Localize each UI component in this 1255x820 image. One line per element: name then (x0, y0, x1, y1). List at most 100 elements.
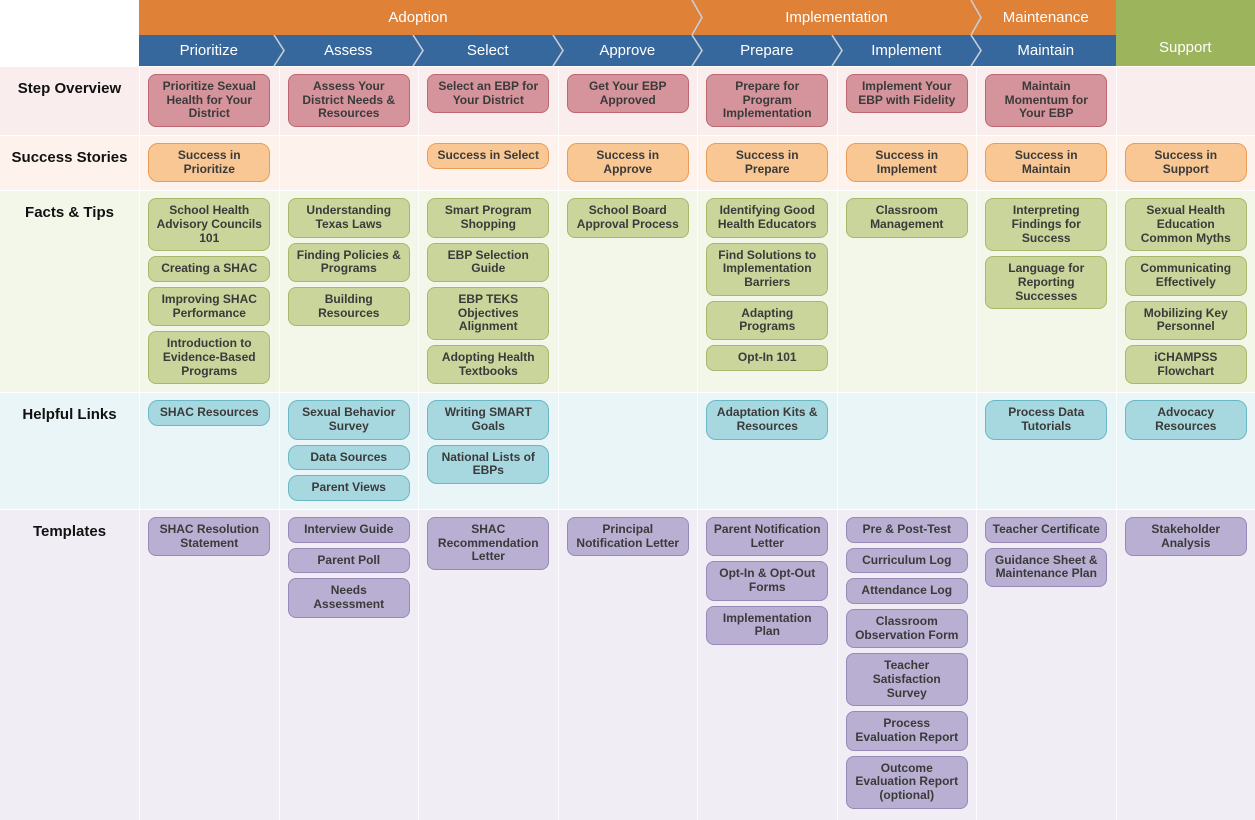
chip-building-resources[interactable]: Building Resources (288, 287, 410, 326)
chip-ichampss-flowchart[interactable]: iCHAMPSS Flowchart (1125, 345, 1247, 384)
chip-shac-resolution-statement[interactable]: SHAC Resolution Statement (148, 517, 270, 556)
header-corner-spacer (0, 0, 139, 66)
step-header-prioritize[interactable]: Prioritize (139, 35, 279, 66)
chip-shac-recommendation-letter[interactable]: SHAC Recommendation Letter (427, 517, 549, 570)
phase-step-header: Adoption Implementation Maintenance Supp… (0, 0, 1255, 66)
chip-ebp-teks-objectives-alignment[interactable]: EBP TEKS Objectives Alignment (427, 287, 549, 340)
chip-adapting-programs[interactable]: Adapting Programs (706, 301, 828, 340)
chip-opt-in-101[interactable]: Opt-In 101 (706, 345, 828, 371)
chip-implementation-plan[interactable]: Implementation Plan (706, 606, 828, 645)
cell-stories-support: Success in Support (1116, 136, 1255, 190)
chip-shac-resources[interactable]: SHAC Resources (148, 400, 270, 426)
step-header-implement[interactable]: Implement (837, 35, 977, 66)
chip-national-lists-of-ebps[interactable]: National Lists of EBPs (427, 445, 549, 484)
chip-find-solutions-to-implementation-barriers[interactable]: Find Solutions to Implementation Barrier… (706, 243, 828, 296)
chip-ebp-selection-guide[interactable]: EBP Selection Guide (427, 243, 549, 282)
cell-links-prepare: Adaptation Kits & Resources (697, 393, 837, 509)
chip-interview-guide[interactable]: Interview Guide (288, 517, 410, 543)
chip-success-in-approve[interactable]: Success in Approve (567, 143, 689, 182)
chip-teacher-satisfaction-survey[interactable]: Teacher Satisfaction Survey (846, 653, 968, 706)
step-header-approve[interactable]: Approve (558, 35, 698, 66)
row-label-templates: Templates (0, 510, 139, 820)
step-header-maintain[interactable]: Maintain (976, 35, 1116, 66)
chip-sexual-behavior-survey[interactable]: Sexual Behavior Survey (288, 400, 410, 439)
chip-finding-policies-and-programs[interactable]: Finding Policies & Programs (288, 243, 410, 282)
step-header-select[interactable]: Select (418, 35, 558, 66)
chip-guidance-sheet-and-maintenance-plan[interactable]: Guidance Sheet & Maintenance Plan (985, 548, 1107, 587)
chip-needs-assessment[interactable]: Needs Assessment (288, 578, 410, 617)
chip-classroom-management[interactable]: Classroom Management (846, 198, 968, 237)
chip-success-in-implement[interactable]: Success in Implement (846, 143, 968, 182)
chip-principal-notification-letter[interactable]: Principal Notification Letter (567, 517, 689, 556)
chip-mobilizing-key-personnel[interactable]: Mobilizing Key Personnel (1125, 301, 1247, 340)
cell-stories-maintain: Success in Maintain (976, 136, 1116, 190)
chip-interpreting-findings-for-success[interactable]: Interpreting Findings for Success (985, 198, 1107, 251)
chip-success-in-prioritize[interactable]: Success in Prioritize (148, 143, 270, 182)
chip-school-board-approval-process[interactable]: School Board Approval Process (567, 198, 689, 237)
chip-creating-a-shac[interactable]: Creating a SHAC (148, 256, 270, 282)
step-header-assess[interactable]: Assess (279, 35, 419, 66)
chip-parent-views[interactable]: Parent Views (288, 475, 410, 501)
chip-success-in-prepare[interactable]: Success in Prepare (706, 143, 828, 182)
step-header-support[interactable]: Support (1116, 0, 1255, 66)
chip-parent-poll[interactable]: Parent Poll (288, 548, 410, 574)
chip-teacher-certificate[interactable]: Teacher Certificate (985, 517, 1107, 543)
row-label-overview: Step Overview (0, 67, 139, 135)
chip-advocacy-resources[interactable]: Advocacy Resources (1125, 400, 1247, 439)
chip-process-data-tutorials[interactable]: Process Data Tutorials (985, 400, 1107, 439)
chip-success-in-maintain[interactable]: Success in Maintain (985, 143, 1107, 182)
chip-introduction-to-evidence-based-programs[interactable]: Introduction to Evidence-Based Programs (148, 331, 270, 384)
chip-pre-and-post-test[interactable]: Pre & Post-Test (846, 517, 968, 543)
chip-language-for-reporting-successes[interactable]: Language for Reporting Successes (985, 256, 1107, 309)
chip-outcome-evaluation-report-optional[interactable]: Outcome Evaluation Report (optional) (846, 756, 968, 809)
cell-overview-assess: Assess Your District Needs & Resources (279, 67, 419, 135)
chip-attendance-log[interactable]: Attendance Log (846, 578, 968, 604)
chip-school-health-advisory-councils-101[interactable]: School Health Advisory Councils 101 (148, 198, 270, 251)
chip-parent-notification-letter[interactable]: Parent Notification Letter (706, 517, 828, 556)
chip-select-an-ebp-for-your-district[interactable]: Select an EBP for Your District (427, 74, 549, 113)
cell-stories-prioritize: Success in Prioritize (139, 136, 279, 190)
chip-curriculum-log[interactable]: Curriculum Log (846, 548, 968, 574)
phase-header-maintenance: Maintenance (976, 0, 1116, 35)
step-header-prepare[interactable]: Prepare (697, 35, 837, 66)
chip-success-in-select[interactable]: Success in Select (427, 143, 549, 169)
chip-identifying-good-health-educators[interactable]: Identifying Good Health Educators (706, 198, 828, 237)
cell-stories-select: Success in Select (418, 136, 558, 190)
chip-sexual-health-education-common-myths[interactable]: Sexual Health Education Common Myths (1125, 198, 1247, 251)
chip-opt-in-and-opt-out-forms[interactable]: Opt-In & Opt-Out Forms (706, 561, 828, 600)
cell-facts-approve: School Board Approval Process (558, 191, 698, 392)
chip-process-evaluation-report[interactable]: Process Evaluation Report (846, 711, 968, 750)
cell-links-support: Advocacy Resources (1116, 393, 1255, 509)
cell-stories-implement: Success in Implement (837, 136, 977, 190)
chip-improving-shac-performance[interactable]: Improving SHAC Performance (148, 287, 270, 326)
cell-templates-approve: Principal Notification Letter (558, 510, 698, 820)
chip-smart-program-shopping[interactable]: Smart Program Shopping (427, 198, 549, 237)
chip-assess-your-district-needs-and-resources[interactable]: Assess Your District Needs & Resources (288, 74, 410, 127)
phase-header-implementation: Implementation (697, 0, 976, 35)
chip-get-your-ebp-approved[interactable]: Get Your EBP Approved (567, 74, 689, 113)
chip-stakeholder-analysis[interactable]: Stakeholder Analysis (1125, 517, 1247, 556)
cell-links-maintain: Process Data Tutorials (976, 393, 1116, 509)
phase-header-adoption: Adoption (139, 0, 697, 35)
cell-stories-prepare: Success in Prepare (697, 136, 837, 190)
cell-overview-support (1116, 67, 1255, 135)
chip-implement-your-ebp-with-fidelity[interactable]: Implement Your EBP with Fidelity (846, 74, 968, 113)
chip-success-in-support[interactable]: Success in Support (1125, 143, 1247, 182)
chip-adaptation-kits-and-resources[interactable]: Adaptation Kits & Resources (706, 400, 828, 439)
chip-adopting-health-textbooks[interactable]: Adopting Health Textbooks (427, 345, 549, 384)
chip-understanding-texas-laws[interactable]: Understanding Texas Laws (288, 198, 410, 237)
chip-communicating-effectively[interactable]: Communicating Effectively (1125, 256, 1247, 295)
chip-classroom-observation-form[interactable]: Classroom Observation Form (846, 609, 968, 648)
chip-data-sources[interactable]: Data Sources (288, 445, 410, 471)
chip-maintain-momentum-for-your-ebp[interactable]: Maintain Momentum for Your EBP (985, 74, 1107, 127)
chip-prepare-for-program-implementation[interactable]: Prepare for Program Implementation (706, 74, 828, 127)
chip-writing-smart-goals[interactable]: Writing SMART Goals (427, 400, 549, 439)
chip-prioritize-sexual-health-for-your-district[interactable]: Prioritize Sexual Health for Your Distri… (148, 74, 270, 127)
